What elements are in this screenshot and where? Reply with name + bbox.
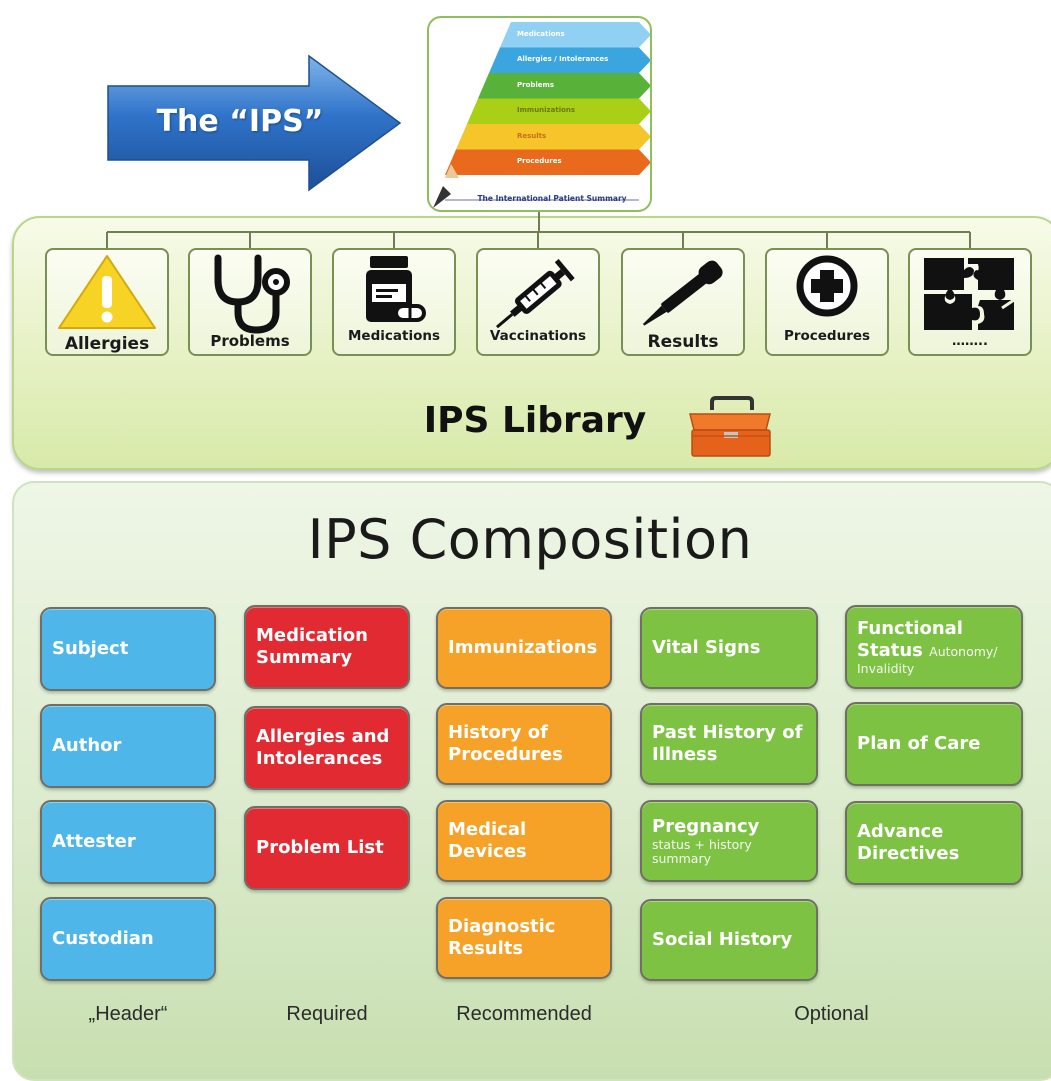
pencil-band: [456, 124, 650, 150]
section-title: Pregnancy: [652, 816, 760, 837]
footer-optional: Optional: [794, 1003, 869, 1025]
pencil-band: [500, 22, 650, 48]
section-title: Past History of Illness: [652, 722, 803, 765]
library-item-procedures[interactable]: Procedures: [765, 248, 889, 356]
library-title: IPS Library: [423, 400, 647, 441]
library-item-label: Allergies: [64, 334, 150, 354]
section-title: Immunizations: [448, 637, 598, 658]
footer-recommended: Recommended: [456, 1003, 592, 1025]
library-item-label: ……..: [952, 334, 988, 349]
section-custodian[interactable]: Custodian: [40, 897, 216, 981]
section-title: Subject: [52, 638, 129, 659]
section-subtitle: status + history summary: [652, 837, 752, 866]
section-title: Social History: [652, 929, 793, 950]
section-title: Medication Summary: [256, 625, 368, 668]
footer-required: Required: [286, 1003, 368, 1025]
puzzle-icon: [924, 258, 1015, 330]
section-subtitle-inline: Autonomy/: [929, 644, 998, 659]
section-title: Problem List: [256, 837, 384, 858]
pencil-band-label: Procedures: [517, 157, 562, 166]
library-item-results[interactable]: Results: [621, 248, 745, 356]
library-item-label: Medications: [348, 328, 440, 344]
library-item-allergies[interactable]: Allergies: [45, 248, 169, 356]
section-diagnostic-results[interactable]: Diagnostic Results: [436, 897, 612, 979]
section-author[interactable]: Author: [40, 704, 216, 788]
library-item-label: Vaccinations: [489, 328, 587, 344]
pencil-band-label: Problems: [517, 80, 555, 89]
section-title: Diagnostic Results: [448, 916, 556, 959]
stethoscope-icon: [214, 254, 290, 334]
arrow-label: The “IPS”: [156, 104, 324, 139]
medical-cross-icon: [796, 255, 858, 317]
library-item-problems[interactable]: Problems: [188, 248, 312, 356]
section-allergies-intolerances[interactable]: Allergies and Intolerances: [244, 706, 410, 790]
section-title: Advance Directives: [857, 821, 960, 864]
pencil-band: [467, 98, 650, 124]
pill-bottle-icon: [366, 256, 426, 322]
section-title: Plan of Care: [857, 733, 981, 754]
library-item-label: Problems: [210, 332, 290, 350]
toolbox-icon: [689, 396, 771, 457]
pencil-band: [445, 149, 650, 175]
section-plan-of-care[interactable]: Plan of Care: [845, 702, 1023, 786]
library-item-more[interactable]: ……..: [908, 248, 1032, 356]
footer-header: „Header“: [88, 1003, 168, 1025]
pencil-band-label: Medications: [517, 29, 565, 38]
pencil-band: [478, 73, 650, 99]
section-problem-list[interactable]: Problem List: [244, 806, 410, 890]
section-title: Attester: [52, 831, 136, 852]
section-title: Author: [52, 735, 122, 756]
library-connectors: [106, 212, 971, 248]
pencil-band: [489, 47, 650, 73]
library-item-label: Procedures: [783, 328, 871, 344]
pencil-band-label: Results: [517, 131, 547, 140]
composition-title: IPS Composition: [307, 508, 753, 571]
section-advance-directives[interactable]: Advance Directives: [845, 801, 1023, 885]
warning-icon: [58, 255, 156, 329]
section-vital-signs[interactable]: Vital Signs: [640, 607, 818, 689]
pencil-band-label: Allergies / Intolerances: [517, 55, 609, 64]
section-title: History of Procedures: [448, 722, 563, 765]
library-item-medications[interactable]: Medications: [332, 248, 456, 356]
section-title: Functional Status: [857, 618, 963, 661]
pencil-tip: [433, 186, 451, 208]
section-medication-summary[interactable]: Medication Summary: [244, 605, 410, 689]
library-item-label: Results: [647, 332, 719, 352]
section-past-history-of-illness[interactable]: Past History of Illness: [640, 703, 818, 785]
syringe-icon: [495, 259, 575, 329]
section-medical-devices[interactable]: Medical Devices: [436, 800, 612, 882]
section-social-history[interactable]: Social History: [640, 899, 818, 981]
section-title: Custodian: [52, 928, 154, 949]
section-attester[interactable]: Attester: [40, 800, 216, 884]
ips-arrow: [107, 54, 402, 192]
pipette-icon: [642, 260, 723, 326]
section-immunizations[interactable]: Immunizations: [436, 607, 612, 689]
pencil-wood: [445, 164, 459, 178]
section-subject[interactable]: Subject: [40, 607, 216, 691]
section-title: Medical Devices: [448, 819, 527, 862]
ips-card-caption: The International Patient Summary: [477, 194, 627, 203]
section-functional-status[interactable]: Functional Status Autonomy/ Invalidity: [845, 605, 1023, 689]
pencil-band-label: Immunizations: [517, 106, 576, 115]
section-subtitle: Invalidity: [857, 661, 915, 676]
section-title: Vital Signs: [652, 637, 761, 658]
section-history-of-procedures[interactable]: History of Procedures: [436, 703, 612, 785]
section-title: Allergies and Intolerances: [256, 726, 390, 769]
library-item-vaccinations[interactable]: Vaccinations: [476, 248, 600, 356]
pencil-illustration: [433, 22, 650, 208]
